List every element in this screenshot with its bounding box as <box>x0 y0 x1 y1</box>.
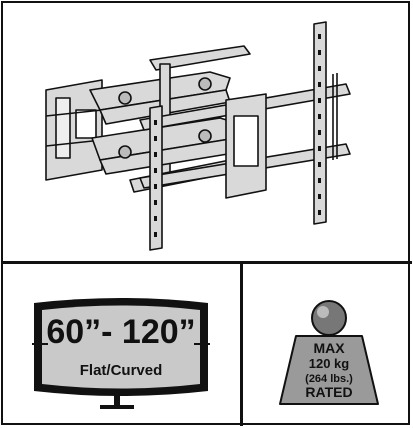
weight-icon: MAX 120 kg (264 lbs.) RATED <box>279 300 379 405</box>
screen-size-range: 60”- 120” <box>46 313 195 351</box>
weight-lbs-value: (264 lbs.) <box>305 373 353 385</box>
weight-rated-label: RATED <box>305 384 352 400</box>
tv-screen-icon: 60”- 120” Flat/Curved <box>32 298 210 409</box>
screen-type-label: Flat/Curved <box>80 362 163 379</box>
weight-kg-value: 120 kg <box>309 356 350 371</box>
tv-wall-mount-illustration <box>45 21 351 251</box>
weight-max-label: MAX <box>313 340 345 356</box>
horizontal-divider <box>1 261 412 264</box>
vertical-divider <box>240 263 243 426</box>
